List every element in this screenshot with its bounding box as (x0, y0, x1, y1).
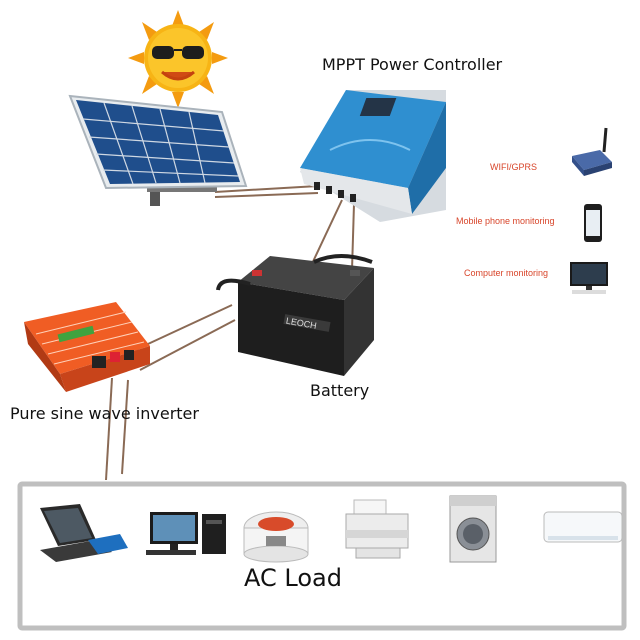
ac-load-label: AC Load (244, 564, 342, 592)
inverter-label: Pure sine wave inverter (10, 404, 199, 423)
sun-icon (128, 10, 228, 108)
wires (105, 185, 355, 481)
air-conditioner-icon (543, 511, 623, 543)
washing-machine-icon (449, 495, 497, 563)
desktop-computer-icon (570, 262, 608, 294)
mobile-monitoring-label: Mobile phone monitoring (456, 216, 555, 226)
smartphone-icon (584, 204, 602, 242)
wifi-gprs-label: WIFI/GPRS (490, 162, 537, 172)
controller-label: MPPT Power Controller (322, 55, 503, 74)
inverter-icon (24, 302, 150, 392)
solar-panel-icon (68, 94, 248, 206)
controller-brand: MUST (360, 77, 381, 84)
computer-monitoring-label: Computer monitoring (464, 268, 549, 278)
battery-label: Battery (310, 381, 370, 400)
router-icon (572, 127, 612, 176)
battery-icon (216, 254, 374, 376)
rice-cooker-icon (243, 511, 309, 563)
ac-load-frame (17, 481, 627, 631)
printer-icon (345, 499, 409, 559)
laptop-icon (40, 504, 128, 562)
mppt-controller-icon (300, 90, 446, 222)
desktop-pc-icon (146, 512, 226, 555)
